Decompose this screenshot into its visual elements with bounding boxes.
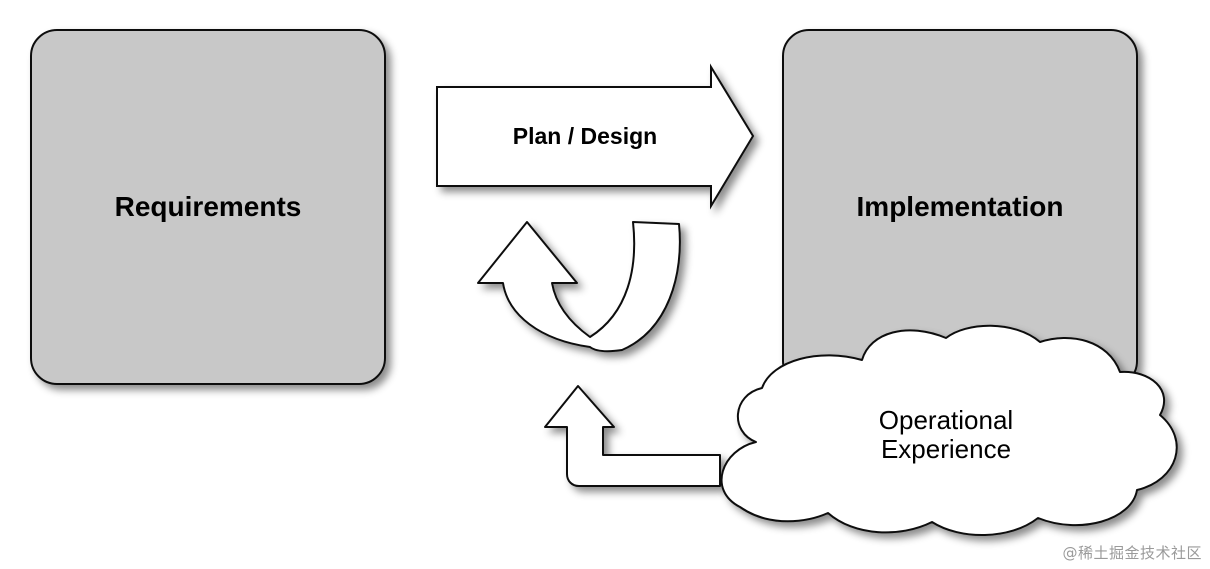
- plan-design-label: Plan / Design: [513, 123, 657, 149]
- implementation-label: Implementation: [857, 191, 1064, 222]
- requirements-label: Requirements: [115, 191, 302, 222]
- requirements-box: Requirements: [30, 29, 386, 385]
- implementation-box: Implementation: [782, 29, 1138, 388]
- operational-label: Operational: [879, 405, 1013, 435]
- operational-experience-cloud: Operational Experience: [720, 324, 1178, 537]
- iteration-curved-arrow: [477, 221, 681, 353]
- experience-label: Experience: [881, 434, 1011, 464]
- watermark: @稀土掘金技术社区: [1062, 544, 1202, 562]
- plan-design-arrow: Plan / Design: [436, 63, 755, 210]
- feedback-arrow: [544, 385, 721, 487]
